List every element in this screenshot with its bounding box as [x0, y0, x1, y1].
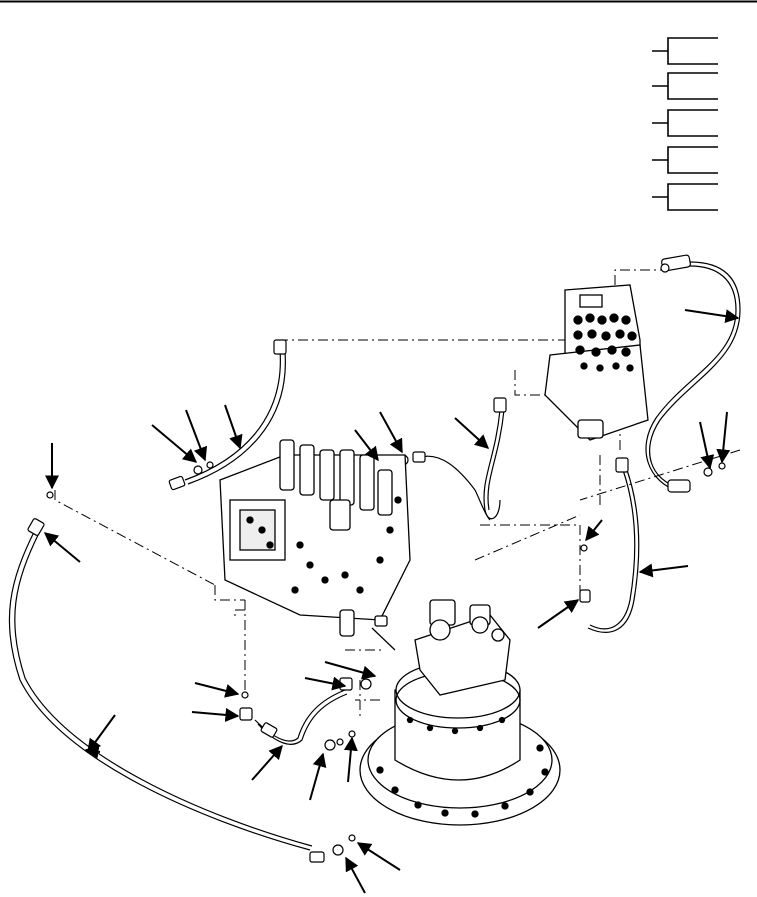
leader-arrow-icon: [304, 676, 347, 691]
leader-arrows: [43, 309, 740, 894]
callout-bracket-icon: [652, 109, 718, 137]
leader-arrow-icon: [454, 417, 490, 449]
leader-arrow-icon: [309, 752, 327, 801]
callout-brackets: [652, 37, 718, 211]
leader-arrow-icon: [638, 563, 689, 578]
pilot-valve-block: [544, 284, 649, 441]
leader-arrow-icon: [537, 599, 580, 629]
leader-arrow-icon: [345, 856, 366, 894]
leader-arrow-icon: [379, 411, 403, 454]
leader-arrow-icon: [585, 519, 603, 542]
callout-bracket-icon: [652, 72, 718, 100]
leader-arrow-icon: [699, 421, 715, 470]
leader-arrow-icon: [191, 707, 240, 722]
leader-arrow-icon: [354, 429, 379, 462]
leader-arrow-icon: [224, 404, 243, 450]
leader-arrow-icon: [185, 409, 208, 462]
control-valve-assembly: [219, 439, 411, 637]
leader-arrow-icon: [251, 744, 283, 781]
leader-arrow-icon: [324, 661, 377, 680]
leader-arrow-icon: [151, 424, 198, 463]
leader-arrow-icon: [43, 532, 81, 563]
callout-bracket-icon: [652, 37, 718, 65]
callout-bracket-icon: [652, 183, 718, 211]
callout-bracket-icon: [652, 146, 718, 174]
leader-arrow-icon: [87, 714, 116, 754]
leader-arrow-icon: [684, 309, 740, 324]
leader-arrow-icon: [356, 842, 401, 871]
swing-motor-assembly: [359, 599, 561, 826]
leader-arrow-icon: [343, 736, 358, 783]
leader-arrow-icon: [716, 411, 731, 464]
leader-arrow-icon: [194, 682, 240, 698]
